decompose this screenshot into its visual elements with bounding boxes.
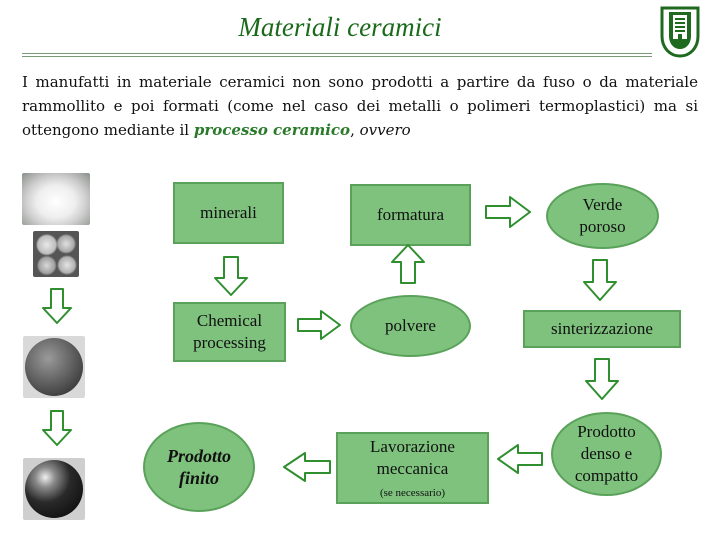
up-arrow-icon [391, 244, 425, 284]
node-minerali: minerali [173, 182, 284, 244]
university-logo-icon [660, 6, 700, 58]
dense-sphere [25, 460, 83, 518]
down-arrow-icon [42, 288, 72, 324]
down-arrow-icon [214, 256, 248, 296]
left-arrow-icon [283, 452, 331, 482]
down-arrow-icon [42, 410, 72, 446]
right-arrow-icon [297, 310, 341, 340]
green-sphere [25, 338, 83, 396]
header-rule [22, 53, 652, 54]
slide-title: Materiali ceramici [238, 12, 442, 42]
down-arrow-icon [585, 358, 619, 400]
node-formatura: formatura [350, 184, 471, 246]
down-arrow-icon [583, 259, 617, 301]
node-polvere: polvere [350, 295, 471, 357]
node-sinterizzazione: sinterizzazione [523, 310, 681, 348]
intro-paragraph: I manufatti in materiale ceramici non so… [22, 73, 698, 139]
left-arrow-icon [497, 444, 543, 474]
powder-photo [22, 173, 90, 225]
right-arrow-icon [485, 196, 531, 228]
pellets-photo [33, 231, 79, 277]
header-rule [22, 56, 652, 57]
